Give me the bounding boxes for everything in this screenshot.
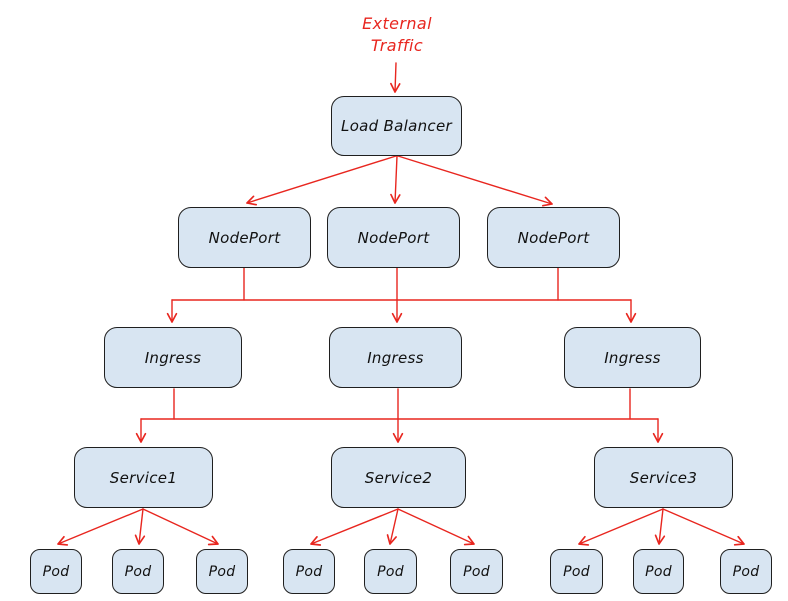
edge-service-1-to-pod-2	[134, 508, 146, 545]
node-service-1: Service1	[74, 447, 213, 508]
edge-loadbalancer-to-nodeport-1	[246, 155, 397, 206]
node-pod-3: Pod	[196, 549, 248, 594]
node-label-ingress-1: Ingress	[144, 348, 202, 367]
node-label-pod-4: Pod	[295, 563, 323, 580]
node-label-pod-1: Pod	[42, 563, 70, 580]
node-label-pod-2: Pod	[124, 563, 152, 580]
node-pod-9: Pod	[720, 549, 772, 594]
external-traffic-line1: External	[362, 14, 432, 33]
node-pod-2: Pod	[112, 549, 164, 594]
node-service-2: Service2	[331, 447, 466, 508]
edge-loadbalancer-to-nodeport-2	[390, 155, 401, 204]
node-nodeport-1: NodePort	[178, 207, 311, 268]
node-label-ingress-2: Ingress	[367, 348, 424, 367]
node-nodeport-3: NodePort	[487, 207, 620, 268]
node-label-nodeport-3: NodePort	[517, 228, 590, 247]
external-traffic-line2: Traffic	[370, 36, 424, 55]
edge-service-3-to-pod-9	[662, 508, 745, 546]
node-ingress-1: Ingress	[104, 327, 242, 388]
node-label-pod-6: Pod	[463, 563, 490, 580]
edge-service-2-to-pod-4	[310, 508, 399, 546]
node-nodeport-2: NodePort	[327, 207, 460, 268]
node-pod-7: Pod	[550, 549, 603, 594]
node-pod-4: Pod	[283, 549, 335, 594]
node-label-load-balancer: Load Balancer	[341, 117, 452, 135]
node-label-service-2: Service2	[364, 468, 433, 487]
node-pod-1: Pod	[30, 549, 82, 594]
node-load-balancer: Load Balancer	[331, 96, 462, 156]
node-ingress-3: Ingress	[564, 327, 701, 388]
node-label-service-3: Service3	[629, 468, 698, 487]
edge-loadbalancer-to-nodeport-3	[397, 155, 553, 207]
edge-external-to-loadbalancer	[390, 62, 401, 93]
edge-service-1-to-pod-1	[57, 508, 144, 546]
edge-service-2-to-pod-5	[386, 508, 399, 545]
node-label-pod-7: Pod	[563, 563, 590, 580]
external-traffic-label: External Traffic	[335, 13, 459, 57]
edge-service-1-to-pod-3	[142, 508, 219, 546]
node-label-pod-9: Pod	[732, 563, 760, 580]
edge-service-3-to-pod-8	[654, 508, 666, 545]
node-service-3: Service3	[594, 447, 733, 508]
edge-service-2-to-pod-6	[397, 508, 475, 546]
node-label-pod-8: Pod	[645, 563, 672, 580]
node-label-service-1: Service1	[109, 468, 178, 487]
node-label-pod-3: Pod	[208, 563, 236, 580]
edge-service-3-to-pod-7	[578, 508, 664, 546]
node-label-nodeport-2: NodePort	[357, 228, 430, 247]
node-label-pod-5: Pod	[377, 563, 404, 580]
node-ingress-2: Ingress	[329, 327, 462, 388]
node-pod-8: Pod	[633, 549, 684, 594]
node-pod-5: Pod	[364, 549, 417, 594]
node-label-nodeport-1: NodePort	[208, 228, 281, 247]
node-pod-6: Pod	[450, 549, 503, 594]
node-label-ingress-3: Ingress	[604, 348, 661, 367]
